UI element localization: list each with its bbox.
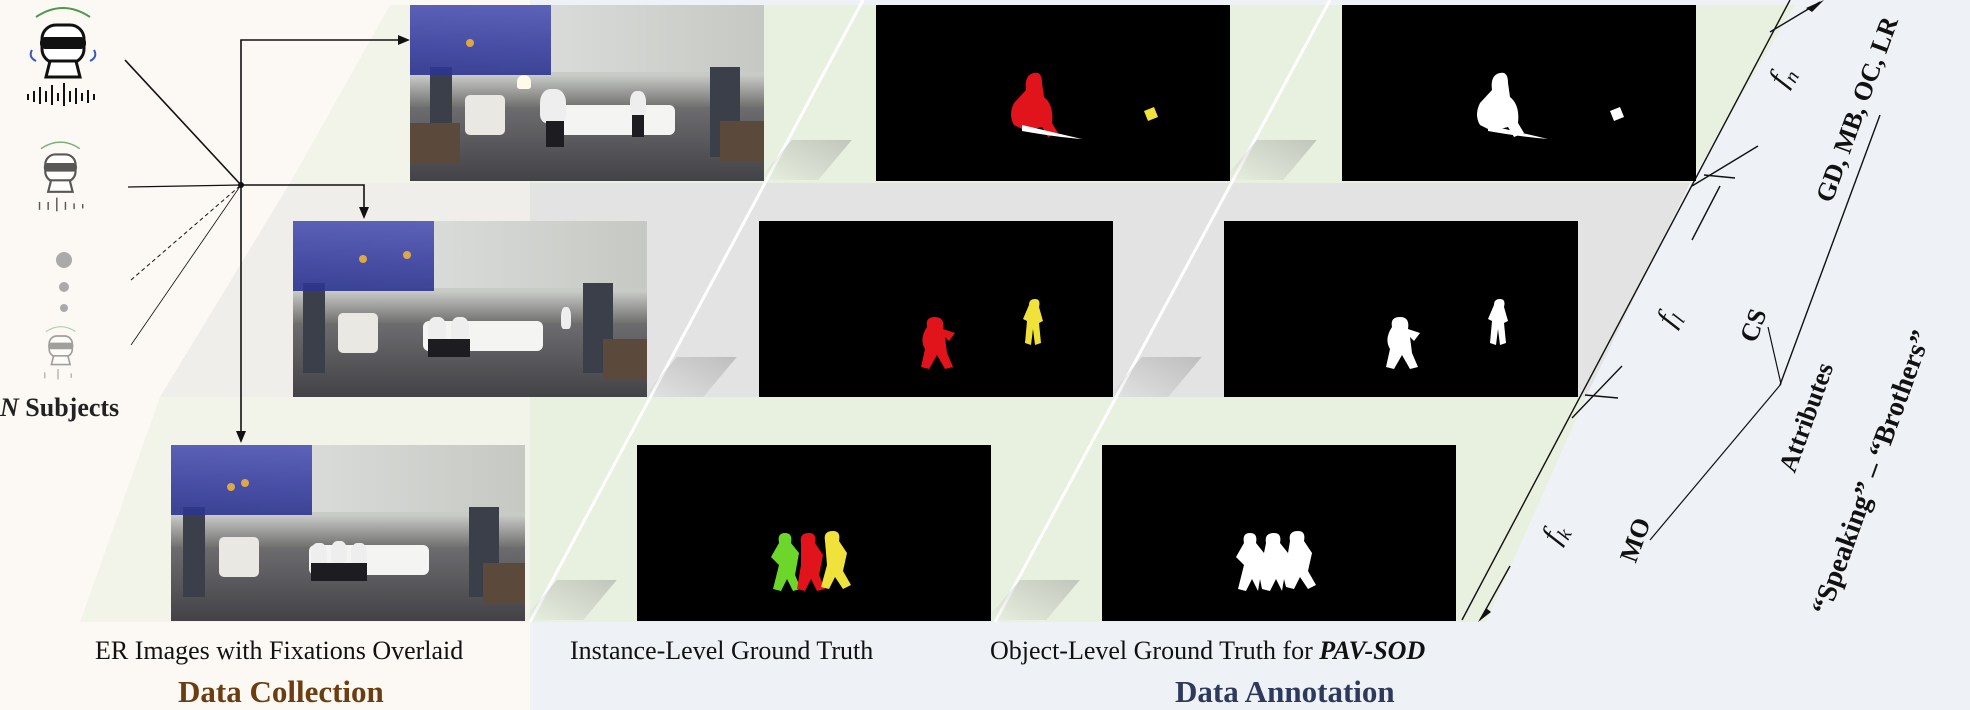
er-image-frame (293, 221, 647, 397)
timeline-arrow-bottom (1478, 608, 1491, 622)
instance-mask-frame (637, 445, 991, 621)
caption-object-gt-prefix: Object-Level Ground Truth for (990, 636, 1320, 665)
attr-line-mo (1649, 383, 1782, 541)
connector-subject-3 (130, 184, 242, 281)
arrow-to-middle-frame (241, 184, 365, 213)
arrowhead-bottom (236, 431, 246, 443)
instance-sword (1022, 125, 1082, 139)
section-heading-collection: Data Collection (178, 674, 384, 709)
connector-subject-4 (130, 184, 242, 346)
object-person-white (1477, 72, 1524, 137)
ellipsis-dot (60, 304, 68, 312)
separator-1 (528, 0, 865, 623)
er-image-frame (171, 445, 525, 621)
instance-person-green (771, 533, 801, 591)
object-sword-white (1488, 125, 1548, 139)
er-image-frame (410, 5, 764, 181)
attr-line-cs (1767, 326, 1782, 385)
connector-subject-2 (127, 184, 242, 188)
object-small-white (1610, 107, 1624, 121)
section-heading-annotation: Data Annotation (1175, 674, 1395, 709)
object-person-white (1386, 317, 1420, 369)
headset-icon (44, 326, 76, 380)
object-mask-frame (1102, 445, 1456, 621)
instance-person-yellow (1023, 299, 1043, 345)
caption-er-images: ER Images with Fixations Overlaid (95, 636, 464, 665)
timeline-tick-fk (1584, 394, 1619, 399)
instance-person-yellow (821, 531, 851, 589)
instance-person-red (921, 317, 955, 369)
arrowhead-top (398, 35, 410, 45)
instance-mask-frame (759, 221, 1113, 397)
ellipsis-dot (59, 282, 69, 292)
object-person-white (1488, 299, 1508, 345)
connector-subject-1 (124, 59, 242, 186)
separator-2 (993, 0, 1332, 623)
instance-mask-frame (876, 5, 1230, 181)
object-mask-frame (1224, 221, 1578, 397)
timeline-seg-fn (1691, 145, 1759, 187)
headset-icon (38, 141, 84, 212)
subjects-label: N Subjects (0, 393, 119, 423)
instance-person-red (1011, 72, 1058, 137)
caption-instance-gt: Instance-Level Ground Truth (570, 636, 874, 665)
timeline-seg-fl (1571, 365, 1623, 419)
attr-line-main (1779, 114, 1881, 386)
instance-person-red (797, 533, 825, 591)
caption-object-gt: Object-Level Ground Truth for PAV-SOD (990, 636, 1425, 666)
arrowhead-middle (359, 207, 369, 219)
headset-icon (27, 7, 97, 106)
object-group-white (1236, 531, 1316, 591)
dataset-name: PAV-SOD (1319, 636, 1426, 665)
instance-small-object-yellow (1144, 107, 1158, 121)
timeline-seg-fl2 (1691, 185, 1721, 241)
subject-icons (27, 7, 97, 380)
arrow-to-top-frame (240, 39, 404, 185)
timeline-arrow-top-line (1769, 1, 1821, 33)
object-mask-frame (1342, 5, 1696, 181)
subjects-variable: N (0, 393, 19, 422)
timeline-axis (1461, 0, 1791, 621)
ellipsis-dot (56, 252, 72, 268)
subjects-text: Subjects (25, 393, 120, 422)
